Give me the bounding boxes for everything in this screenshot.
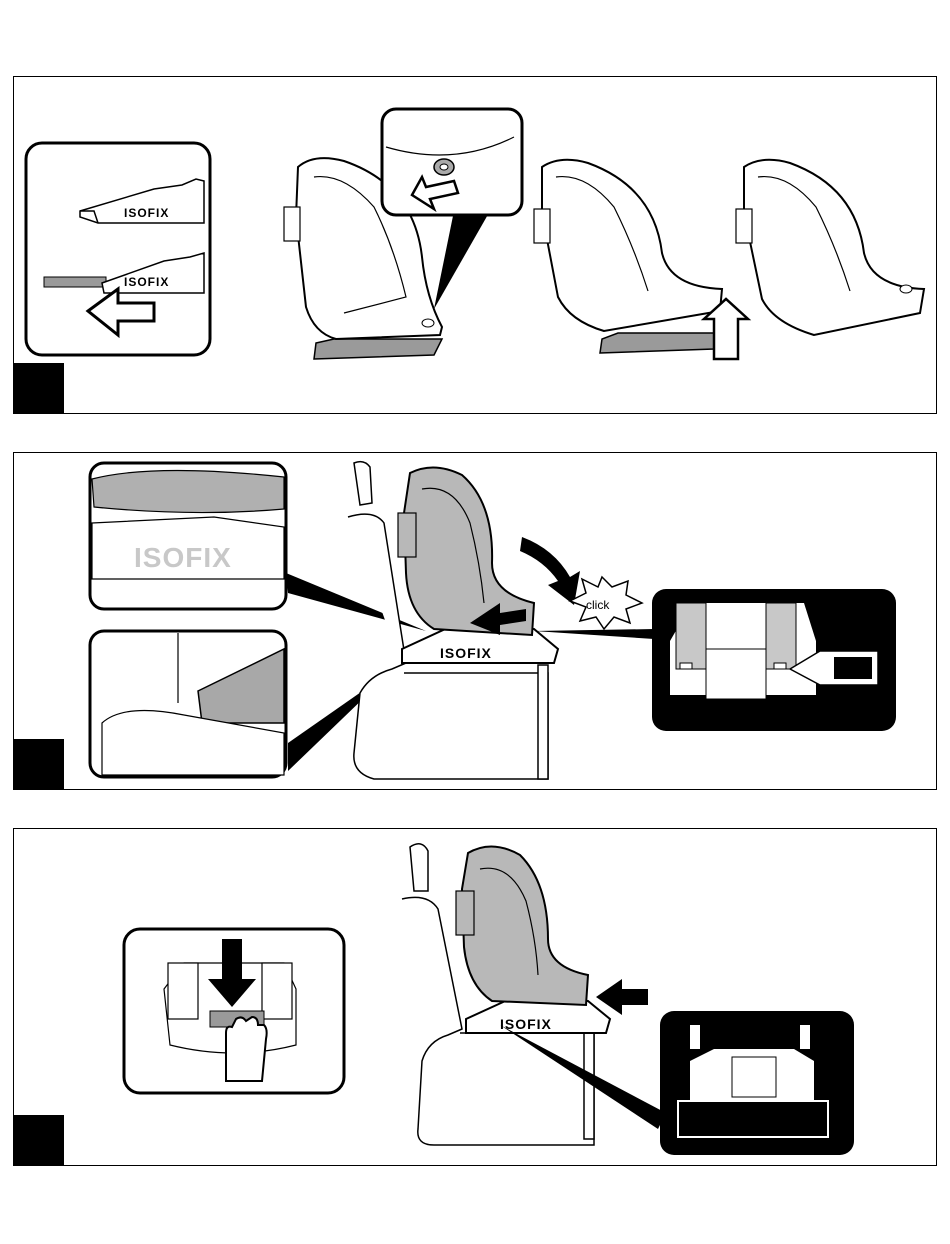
step-number-box bbox=[14, 739, 64, 789]
step-panel-2: ISOFIX click ISOFIX bbox=[13, 452, 937, 790]
step-number-box bbox=[14, 1115, 64, 1165]
hand-icon bbox=[226, 1017, 267, 1081]
car-seat-installed bbox=[456, 846, 648, 1015]
indicator-inset bbox=[660, 1011, 854, 1155]
anchor-point-inset bbox=[90, 631, 286, 777]
curved-arrow-icon bbox=[520, 537, 580, 605]
step-number-box bbox=[14, 363, 64, 413]
car-seat-lifting bbox=[534, 160, 748, 359]
panel-3-illustration: ISOFIX bbox=[14, 829, 938, 1167]
isofix-logo-large: ISOFIX bbox=[134, 542, 232, 573]
isofix-logo-base: ISOFIX bbox=[440, 645, 492, 661]
arrow-left-icon bbox=[596, 979, 648, 1015]
panel-2-illustration: ISOFIX click ISOFIX bbox=[14, 453, 938, 791]
click-burst: click bbox=[570, 577, 642, 629]
panel-1-illustration: ISOFIX ISOFIX bbox=[14, 77, 938, 415]
isofix-closeup-inset: ISOFIX bbox=[90, 463, 286, 609]
car-seat-installing bbox=[398, 467, 534, 635]
release-lever-inset bbox=[124, 929, 344, 1093]
isofix-logo-upper: ISOFIX bbox=[124, 206, 169, 220]
click-label: click bbox=[586, 598, 610, 612]
indicator-inset bbox=[652, 589, 896, 731]
isofix-connector-inset: ISOFIX ISOFIX bbox=[26, 143, 210, 355]
car-seat-removed bbox=[736, 160, 924, 335]
step-panel-3: ISOFIX bbox=[13, 828, 937, 1166]
isofix-logo-lower: ISOFIX bbox=[124, 275, 169, 289]
step-panel-1: ISOFIX ISOFIX bbox=[13, 76, 937, 414]
